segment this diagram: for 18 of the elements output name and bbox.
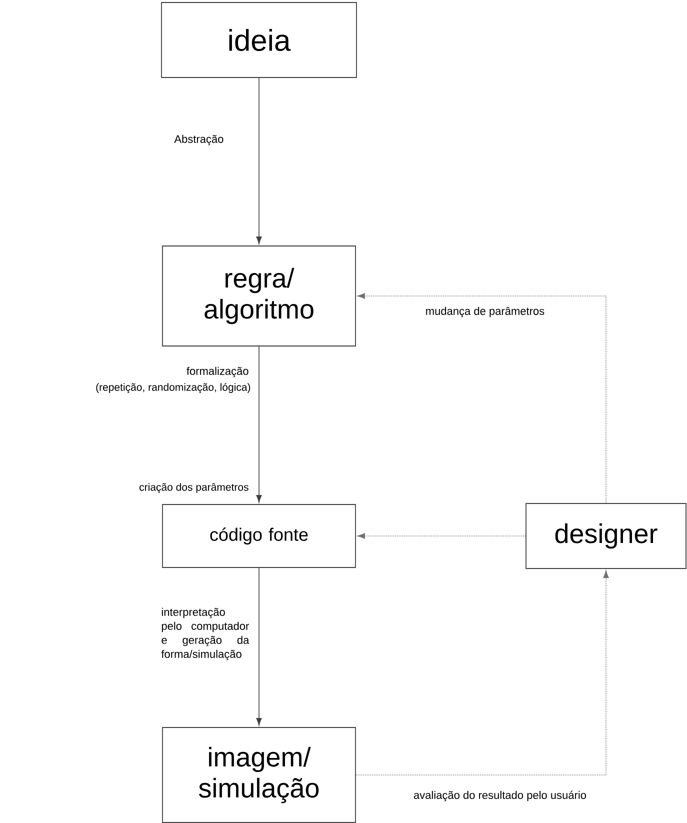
edge-label: avaliação do resultado pelo usuário	[414, 790, 586, 802]
arrow	[256, 346, 262, 503]
process-box: ideia	[161, 2, 357, 78]
process-box: código fonte	[162, 504, 356, 568]
edge-label: interpretação pelo computador e geração da forma/simulação	[161, 608, 250, 660]
process-box: regra/ algoritmo	[162, 246, 356, 346]
process-box: imagem/ simulação	[162, 727, 356, 823]
arrow	[357, 293, 606, 504]
arrow	[256, 568, 262, 726]
edge-label: Abstração	[174, 134, 224, 146]
arrow	[357, 533, 526, 539]
note-text: criação dos parâmetros	[140, 483, 248, 493]
arrow	[356, 570, 609, 776]
arrow	[256, 78, 262, 244]
note-text: (repetição, randomização, lógica)	[96, 383, 250, 393]
process-box: designer	[526, 503, 686, 569]
edge-label: formalização	[186, 366, 248, 378]
edge-label: mudança de parâmetros	[426, 306, 544, 318]
